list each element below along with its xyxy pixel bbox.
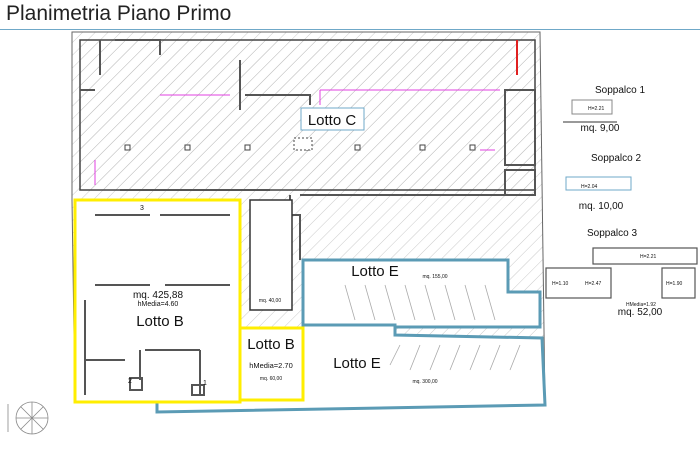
lotto-b-label: Lotto B (136, 313, 184, 330)
north-arrow-compass (7, 401, 49, 435)
soppalco-2-plan (565, 176, 632, 191)
lotto-c-label: Lotto C (308, 112, 357, 129)
room-40-interior (249, 199, 293, 311)
lotto-e-bottom-label: Lotto E (333, 355, 381, 372)
soppalco-1-area: mq. 9,00 (581, 123, 620, 134)
soppalco-3-height-2: H=1.10 (552, 281, 568, 287)
room-number-2: 2 (128, 378, 132, 385)
lotto-e-top-label: Lotto E (351, 263, 399, 280)
soppalco-3-height-media: HMedia=1.92 (626, 302, 656, 308)
lotto-b-walls (84, 214, 230, 396)
lotto-b-small-outline (238, 326, 305, 402)
page-title: Planimetria Piano Primo (6, 2, 232, 25)
soppalco-2-area: mq. 10,00 (579, 201, 624, 212)
lotto-b-height: hMedia=4.60 (138, 301, 179, 308)
walls (80, 39, 536, 260)
lotto-b-small-label: Lotto B (247, 336, 295, 353)
magenta-lines (94, 89, 500, 241)
lotto-b-outline (73, 198, 242, 404)
soppalco-3-height-4: H=1.90 (666, 281, 682, 287)
soppalco-2-height: H=2.04 (581, 184, 597, 190)
soppalco-3-label: Soppalco 3 (587, 228, 637, 239)
soppalco-1-label: Soppalco 1 (595, 85, 645, 96)
room-number-3: 3 (140, 205, 144, 212)
pillars (124, 137, 476, 151)
lotto-b-small-height: hMedia=2.70 (249, 361, 293, 370)
soppalco-3-plan (545, 247, 698, 299)
room-40-area: mq. 40,00 (259, 298, 281, 304)
lotto-c-label-box (300, 107, 365, 131)
lotto-e-top-area: mq. 155,00 (422, 274, 447, 280)
lotto-e-bottom-area: mq. 300,00 (412, 379, 437, 385)
soppalco-3-height-3: H=2.47 (585, 281, 601, 287)
soppalco-1-height: H=2.21 (588, 106, 604, 112)
title-divider (0, 29, 700, 30)
parking-stalls (344, 284, 521, 371)
room-number-1: 1 (203, 380, 207, 387)
soppalco-2-label: Soppalco 2 (591, 153, 641, 164)
lotto-b-area: mq. 425,88 (133, 290, 183, 301)
soppalco-3-height-1: H=2.21 (640, 254, 656, 260)
lotto-e-top (301, 258, 542, 329)
lotto-b-small-area: mq. 60,00 (260, 376, 282, 382)
soppalco-1-plan (571, 99, 613, 115)
soppalco-3-area: mq. 52,00 (618, 307, 663, 318)
lotto-b-interior (76, 201, 239, 401)
